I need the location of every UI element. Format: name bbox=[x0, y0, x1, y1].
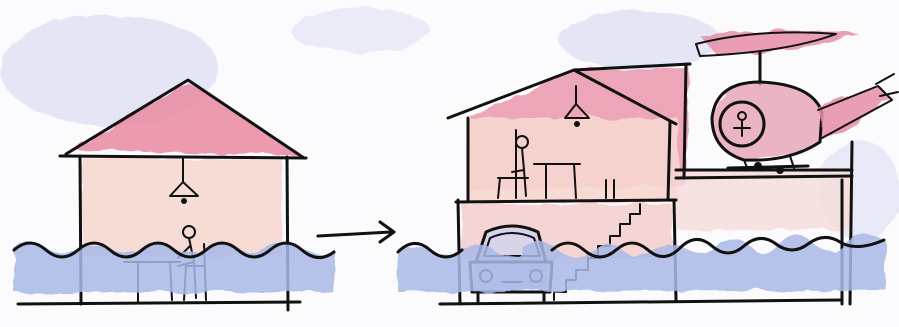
right-upper-wall-right bbox=[668, 122, 670, 200]
annex-roof-line-2 bbox=[676, 176, 852, 178]
right-roof-back bbox=[684, 64, 686, 178]
right-floor-line bbox=[456, 200, 676, 202]
left-ground-line bbox=[18, 302, 300, 304]
